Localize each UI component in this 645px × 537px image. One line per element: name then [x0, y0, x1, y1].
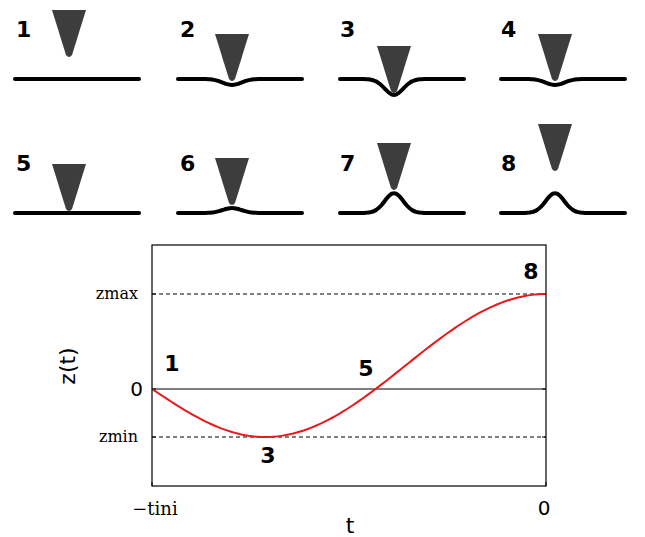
- surface-line: [340, 79, 464, 95]
- panel-number: 2: [180, 19, 195, 41]
- afm-tip: [538, 124, 572, 171]
- panel-number: 1: [16, 19, 31, 41]
- afm-tip: [538, 34, 572, 81]
- surface-line: [501, 193, 625, 213]
- point-label: 8: [523, 261, 538, 283]
- surface-line: [15, 77, 139, 81]
- trajectory-curve: [152, 294, 546, 437]
- panel-number: 4: [501, 19, 516, 41]
- tick-label: 0: [538, 498, 551, 518]
- afm-tip: [215, 158, 249, 205]
- tick-label: −tini: [132, 500, 177, 518]
- surface-line: [178, 208, 302, 213]
- surface-line: [178, 79, 302, 85]
- dashed-level: [152, 437, 546, 438]
- panel-number: 7: [340, 153, 355, 175]
- panel-number: 6: [180, 153, 195, 175]
- panel-number: 8: [501, 153, 516, 175]
- dashed-level: [152, 294, 546, 295]
- surface-line: [15, 211, 139, 215]
- surface-line: [340, 193, 464, 213]
- afm-tip: [52, 10, 86, 57]
- axis-title: z(t): [57, 347, 79, 384]
- panel-number: 5: [16, 153, 31, 175]
- afm-tip: [377, 143, 411, 190]
- surface-line: [501, 79, 625, 85]
- axis-title: t: [346, 515, 355, 537]
- afm-tip: [215, 34, 249, 81]
- tick-label: 0: [130, 379, 143, 399]
- tick-label: zmax: [96, 286, 138, 302]
- plot-frame: [152, 245, 546, 486]
- panel-number: 3: [340, 19, 355, 41]
- point-label: 3: [260, 445, 275, 467]
- zero-line: [152, 389, 546, 390]
- point-label: 1: [164, 353, 179, 375]
- afm-tip: [52, 164, 86, 211]
- afm-tip: [377, 46, 411, 93]
- point-label: 5: [358, 358, 373, 380]
- tick-label: zmin: [99, 429, 138, 445]
